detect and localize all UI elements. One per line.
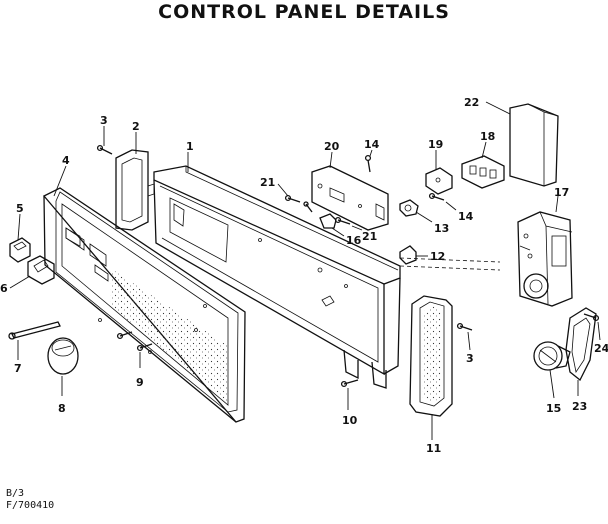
part-label: 13 bbox=[434, 222, 449, 235]
part-label: 18 bbox=[480, 130, 495, 143]
wiring-diagram-card bbox=[509, 103, 559, 187]
small-switch bbox=[425, 167, 453, 195]
part-label: 14 bbox=[458, 210, 474, 223]
part-label: 1 bbox=[186, 140, 194, 153]
part-label: 4 bbox=[62, 154, 70, 167]
part-label: 2 bbox=[132, 120, 140, 133]
part-label: 6 bbox=[0, 282, 8, 295]
part-label: 21 bbox=[260, 176, 275, 189]
diagram-title: CONTROL PANEL DETAILS bbox=[158, 1, 450, 23]
control-knob bbox=[47, 337, 79, 375]
part-label: 21 bbox=[362, 230, 377, 243]
control-panel-bezel bbox=[42, 187, 246, 423]
panel-clip bbox=[399, 245, 417, 265]
part-label: 7 bbox=[14, 362, 22, 375]
part-label: 10 bbox=[342, 414, 358, 427]
timer-knob bbox=[533, 341, 571, 371]
slide-switch bbox=[27, 255, 55, 285]
footer-code-line1: B/3 bbox=[6, 488, 25, 499]
part-label: 17 bbox=[554, 186, 569, 199]
part-label: 16 bbox=[346, 234, 362, 247]
part-label: 15 bbox=[546, 402, 561, 415]
leader-lines bbox=[9, 101, 601, 440]
part-label: 5 bbox=[16, 202, 24, 215]
part-label: 12 bbox=[430, 250, 445, 263]
part-label: 14 bbox=[364, 138, 380, 151]
part-label: 9 bbox=[136, 376, 144, 389]
switch-shaft bbox=[8, 321, 61, 340]
pushbutton-switch bbox=[461, 155, 505, 189]
part-label: 22 bbox=[464, 96, 479, 109]
rocker-switch bbox=[9, 237, 31, 263]
right-end-cap bbox=[409, 295, 453, 417]
part-label: 3 bbox=[100, 114, 108, 127]
screws bbox=[96, 144, 600, 388]
timer bbox=[517, 211, 573, 307]
part-label: 8 bbox=[58, 402, 66, 415]
part-label: 11 bbox=[426, 442, 441, 455]
wire-clip-16 bbox=[319, 213, 337, 229]
switch-bracket bbox=[311, 165, 389, 231]
left-end-cap bbox=[115, 149, 155, 231]
part-label: 24 bbox=[594, 342, 608, 355]
wire-clip-13 bbox=[399, 199, 419, 217]
part-label: 20 bbox=[324, 140, 340, 153]
footer-code-line2: F/700410 bbox=[6, 500, 55, 511]
console-channel bbox=[153, 165, 501, 389]
part-label: 23 bbox=[572, 400, 587, 413]
part-label: 19 bbox=[428, 138, 443, 151]
part-label: 3 bbox=[466, 352, 474, 365]
part-labels: 1 2 3 3 4 5 6 7 8 9 10 11 12 13 14 14 15… bbox=[0, 96, 608, 455]
dial-plate bbox=[565, 307, 597, 382]
